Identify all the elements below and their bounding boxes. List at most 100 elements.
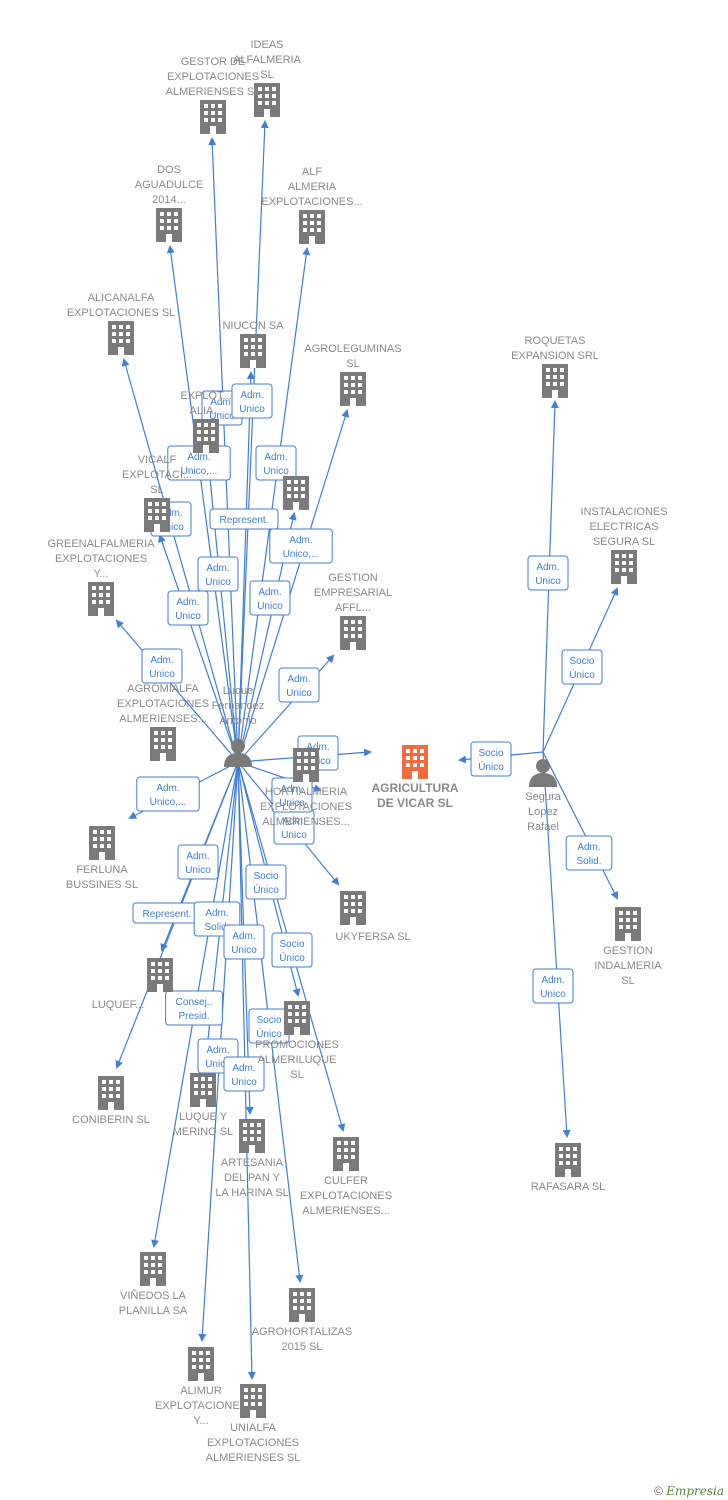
edge-label-text: Adm. — [186, 851, 209, 862]
building-icon — [283, 476, 309, 510]
edge-label-text: Adm. — [287, 674, 310, 685]
edge-label-niucon[interactable]: Represent. — [209, 508, 279, 530]
building-icon — [240, 334, 266, 368]
building-icon — [611, 550, 637, 584]
edge-label-artesania[interactable]: Adm.Unico — [223, 924, 265, 960]
edge-label-text: Socio — [279, 939, 304, 950]
edge-label-text: Socio — [569, 656, 594, 667]
edge-label-text: Adm. — [150, 655, 173, 666]
node-label: EXPANSION SRL — [511, 350, 599, 362]
node-label: ALICANALFA — [88, 292, 155, 304]
node-label: UNIALFA — [230, 1422, 277, 1434]
node-label: GESTION — [603, 945, 653, 957]
edge-label-greenalf[interactable]: Adm.Unico — [141, 648, 183, 684]
edge-label-text: Adm. — [206, 563, 229, 574]
company-node-niucon[interactable]: NIUCON SA — [222, 320, 284, 368]
company-node-dos[interactable]: DOSAGUADULCE2014... — [135, 164, 203, 242]
company-node-explot_alia[interactable]: EXPLOT...ALIA... — [180, 390, 232, 453]
company-node-lfa[interactable] — [283, 476, 309, 510]
building-icon — [239, 1119, 265, 1153]
edge-label-coniberin[interactable]: Consej..Presid. — [165, 990, 223, 1026]
edge-label-vicalf[interactable]: Adm.Unico — [167, 590, 209, 626]
company-node-ukyfersa[interactable]: UKYFERSA SL — [335, 891, 411, 943]
edge-label-rafasara[interactable]: Adm.Unico — [532, 968, 574, 1004]
node-label: Y... — [193, 1415, 208, 1427]
node-label: IDEAS — [250, 39, 283, 51]
company-node-gestion_emp[interactable]: GESTIONEMPRESARIALAFFL... — [314, 572, 392, 650]
edge-label-ferluna[interactable]: Adm.Unico,... — [136, 776, 200, 812]
company-node-agromialfa[interactable]: AGROMIALFAEXPLOTACIONESALMERIENSES... — [117, 683, 209, 761]
edge-label-roquetas[interactable]: Adm.Unico — [527, 555, 569, 591]
edge-label-text: Único — [478, 760, 504, 773]
edge-label-text: Adm. — [289, 535, 312, 546]
node-label: DE VICAR SL — [377, 796, 453, 810]
company-node-alf[interactable]: ALFALMERIAEXPLOTACIONES... — [261, 166, 363, 244]
edge-label-text: Unico — [209, 411, 235, 422]
brand-logo-text: Empresia — [666, 1484, 724, 1498]
node-label: UKYFERSA SL — [335, 931, 410, 943]
building-icon — [542, 364, 568, 398]
company-node-culfer[interactable]: CULFEREXPLOTACIONESALMERIENSES... — [300, 1137, 392, 1217]
edge-label-text: Unico — [239, 404, 265, 415]
building-icon — [89, 826, 115, 860]
edge-labels-layer: Adm.UnicoAdm.UnicoAdm.Unico,...Adm.Unico… — [132, 383, 613, 1092]
company-node-coniberin[interactable]: CONIBERIN SL — [72, 1076, 150, 1126]
edge-label-alf[interactable]: Adm.Unico — [255, 445, 297, 481]
company-node-hortialmeria[interactable]: HORTIALMERIAEXPLOTACIONESALMERIENSES... — [260, 748, 352, 828]
edge-label-text: Unico,... — [283, 549, 320, 560]
edge-label-lfa[interactable]: Adm.Unico — [249, 580, 291, 616]
building-icon — [200, 100, 226, 134]
edge-label-gestion_ind[interactable]: Adm.Solid. — [565, 835, 613, 871]
edge-label-text: Adm. — [280, 784, 303, 795]
edge-label-vinedos[interactable]: Adm.Unico — [177, 844, 219, 880]
node-label: Fernandez — [212, 700, 265, 712]
node-label: EXPLOTACIONES — [117, 698, 209, 710]
edge-label-gestion_emp[interactable]: Adm.Unico — [278, 667, 320, 703]
building-icon — [289, 1288, 315, 1322]
edge-label-luquef[interactable]: Represent. — [132, 902, 202, 924]
edge-label-hortialmeria[interactable]: Adm.Unico — [271, 777, 313, 813]
node-label: GESTOR DE — [181, 56, 246, 68]
company-node-luquef[interactable]: LUQUEF... — [92, 958, 173, 1011]
edge-label-text: Unico — [231, 1077, 257, 1088]
node-label: EXPLOTACIONES — [207, 1437, 299, 1449]
company-node-greenalf[interactable]: GREENALFALMERIAEXPLOTACIONESY... — [48, 538, 156, 616]
company-node-alimur[interactable]: ALIMUREXPLOTACIONESY... — [155, 1347, 247, 1427]
node-label: EXPLOTACIONES... — [261, 196, 362, 208]
node-label: VIÑEDOS LA — [120, 1289, 187, 1302]
edge-label-explot_alia[interactable]: Adm.Unico — [197, 556, 239, 592]
edge-label-agroleguminas[interactable]: Adm. Unico,... — [269, 528, 333, 564]
footer-brand[interactable]: © Empresia — [654, 1484, 724, 1498]
node-label: SEGURA SL — [593, 536, 655, 548]
edge-p1-to-agroleguminas — [237, 409, 350, 763]
edge-p1-to-ideas — [237, 120, 269, 763]
company-node-rafasara[interactable]: RAFASARA SL — [531, 1143, 606, 1193]
edge-label-text: Adm. — [577, 842, 600, 853]
edge-label-unialfa[interactable]: Adm.Unico — [223, 1056, 265, 1092]
edge-label-ideas[interactable]: Adm.Unico — [231, 383, 273, 419]
